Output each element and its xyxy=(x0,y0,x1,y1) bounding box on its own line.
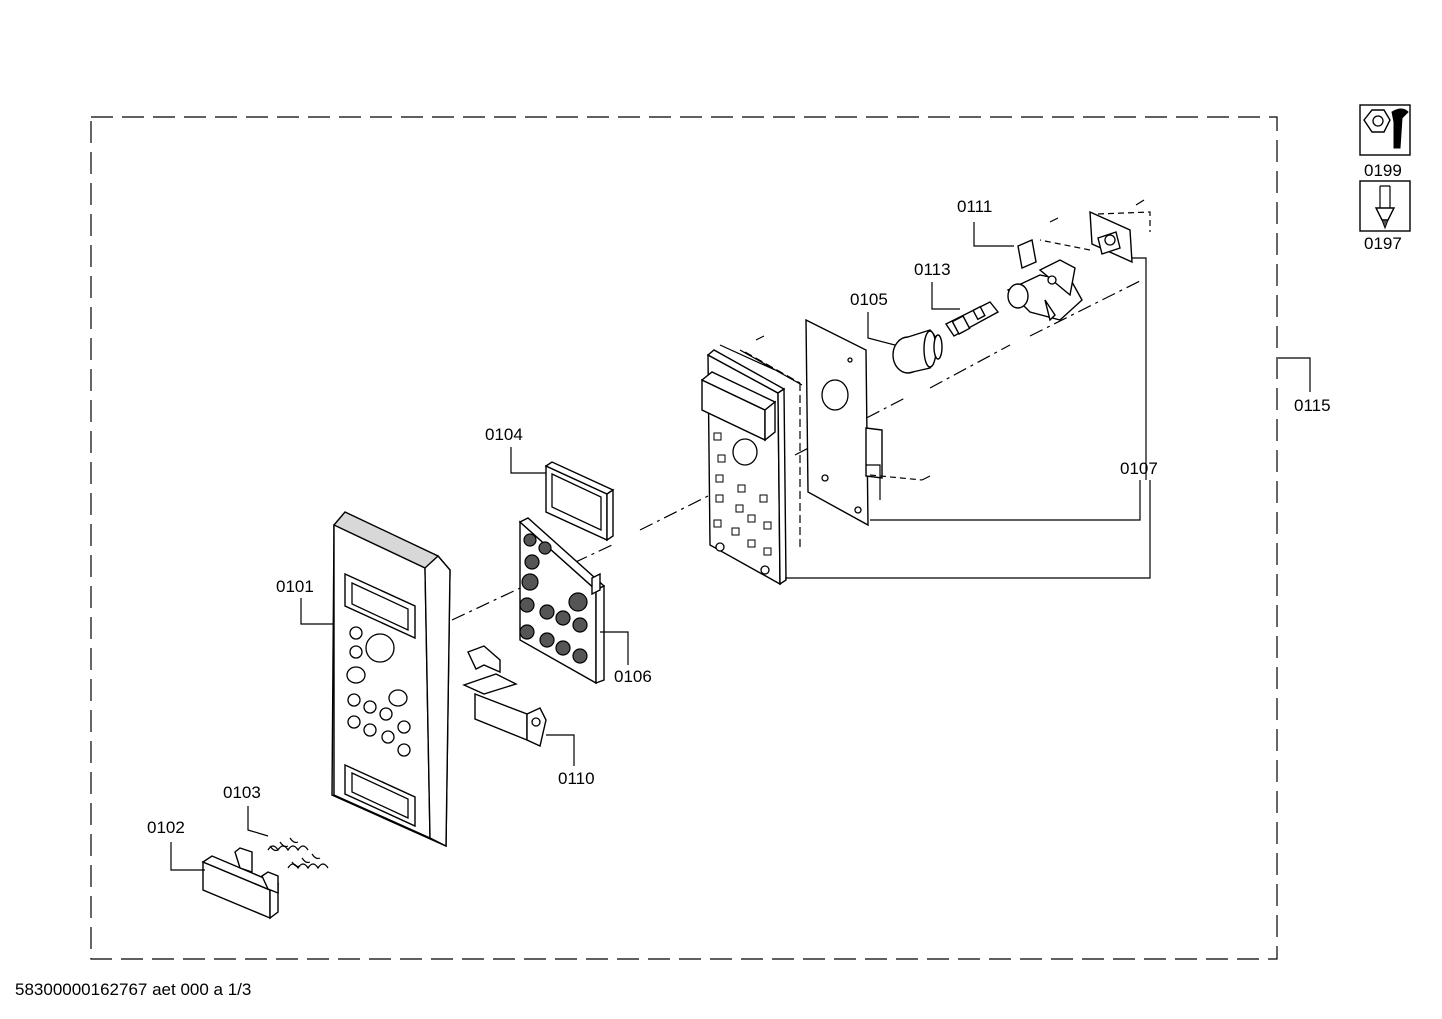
footer-document-id: 58300000162767 aet 000 a 1/3 xyxy=(15,980,252,999)
nut-wrench-icon xyxy=(1359,104,1411,156)
door-lever-0110 xyxy=(462,645,547,747)
assembly-frame xyxy=(90,116,1278,960)
screws xyxy=(755,199,1145,481)
label-0104: 0104 xyxy=(485,425,523,444)
label-0199: 0199 xyxy=(1364,161,1402,180)
label-0110: 0110 xyxy=(558,769,595,788)
knob-0105 xyxy=(892,329,943,374)
keypad-0106 xyxy=(518,517,606,685)
label-0115: 0115 xyxy=(1294,396,1331,415)
springs-0103 xyxy=(267,837,329,870)
label-0107: 0107 xyxy=(1120,459,1158,478)
screwdriver-icon xyxy=(1359,180,1411,232)
rear-plate-0107 xyxy=(805,318,883,527)
label-0197: 0197 xyxy=(1364,234,1402,253)
label-0105: 0105 xyxy=(850,290,888,309)
label-0103: 0103 xyxy=(223,783,261,802)
door-button-0102 xyxy=(201,847,280,920)
leader-lines xyxy=(170,222,1311,871)
label-0102: 0102 xyxy=(147,818,185,837)
display-window-0104 xyxy=(544,461,615,542)
label-0113: 0113 xyxy=(914,260,951,279)
label-0106: 0106 xyxy=(614,667,652,686)
pcb-board-0107 xyxy=(700,344,803,586)
encoder-bracket-0111 xyxy=(1006,239,1083,322)
label-0101: 0101 xyxy=(276,577,314,596)
mount-plate-0111 xyxy=(1039,210,1151,264)
label-0111: 0111 xyxy=(957,197,992,216)
front-panel-0101 xyxy=(331,511,451,848)
shaft-0113 xyxy=(944,301,1000,337)
